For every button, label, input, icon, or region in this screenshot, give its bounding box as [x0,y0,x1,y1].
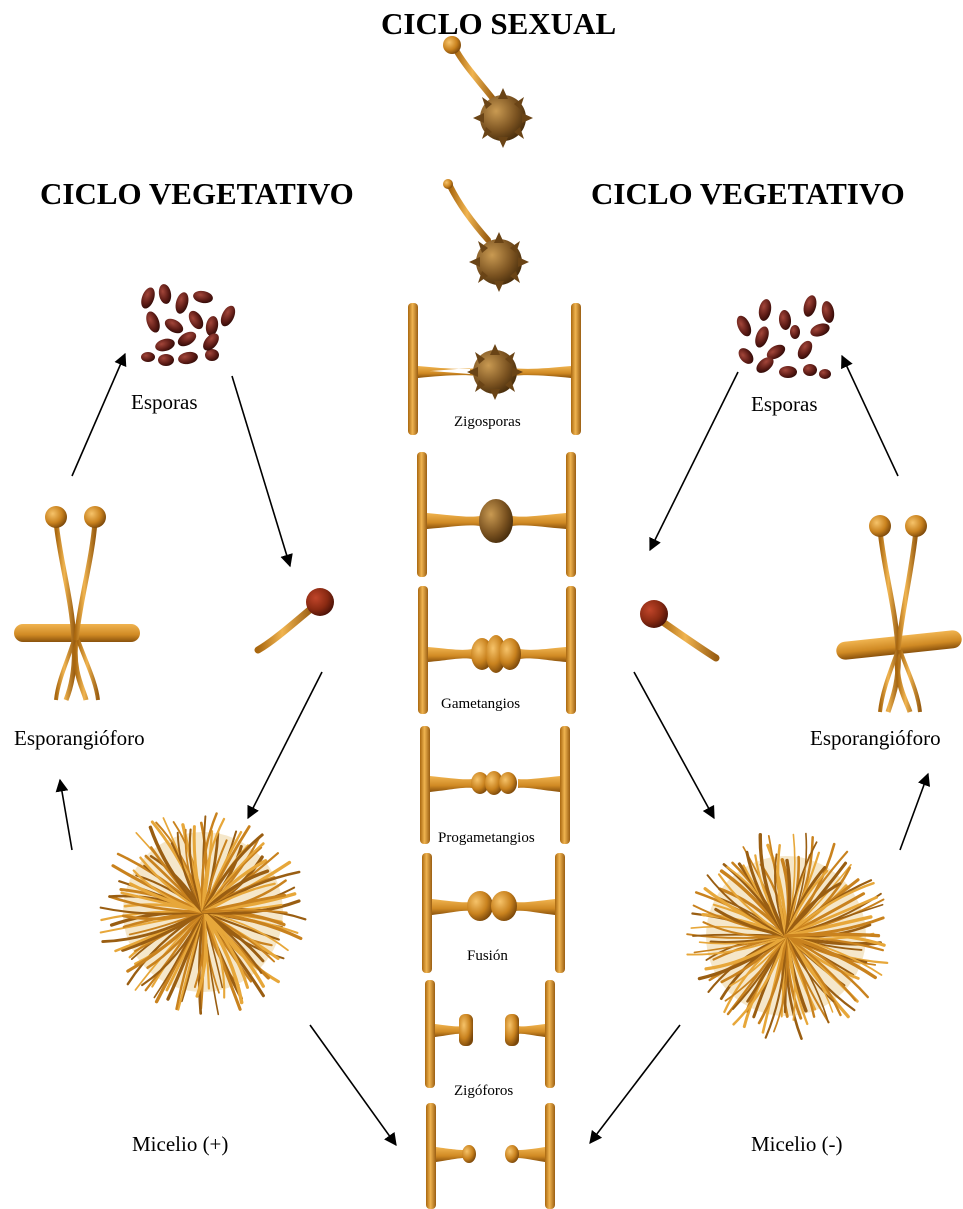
label-zigoforos: Zigóforos [454,1083,513,1100]
sporangiophore-right [835,515,962,712]
label-esporas-left: Esporas [131,390,198,415]
germinating-zygospore-top [443,36,533,148]
arrow-micelio-minus-to-sexual [590,1025,680,1143]
title-sexual-cycle: CICLO SEXUAL [381,6,616,42]
mycelium-minus [687,834,887,1039]
stage-zigoforos [425,980,555,1088]
label-esporangioforo-left: Esporangióforo [14,726,145,751]
arrow-micelio-plus-to-sexual [310,1025,396,1145]
arrow-esporangioforo-to-esporas-right [842,356,898,476]
sexual-cycle-column [408,36,581,1209]
arrow-esporas-to-germination-right [650,372,738,550]
stage-progametangios [420,726,570,844]
title-vegetative-cycle-left: CICLO VEGETATIVO [40,176,354,212]
sporangiophore-left [14,506,140,700]
arrow-germination-to-micelio-left [248,672,322,818]
label-micelio-plus: Micelio (+) [132,1132,228,1157]
arrow-germination-to-micelio-right [634,672,714,818]
spores-cluster-left [139,283,238,366]
arrow-esporas-to-germination-left [232,376,290,566]
label-progametangios: Progametangios [438,830,535,847]
arrow-micelio-to-esporangioforo-left [60,780,72,850]
stage-approach [426,1103,555,1209]
arrow-esporangioforo-to-esporas-left [72,354,125,476]
label-zigosporas: Zigosporas [454,414,521,431]
arrow-micelio-to-esporangioforo-right [900,774,928,850]
spores-cluster-right [734,294,836,379]
germinating-spore-left [258,588,334,650]
stage-young-zygospore [417,452,576,577]
stage-gametangios [418,586,576,714]
germinating-zygospore-middle [443,179,529,292]
hypha-strand [786,934,879,936]
label-micelio-minus: Micelio (-) [751,1132,843,1157]
label-esporangioforo-right: Esporangióforo [810,726,941,751]
label-fusion: Fusión [467,948,508,965]
label-gametangios: Gametangios [441,696,520,713]
label-esporas-right: Esporas [751,392,818,417]
mycelium-plus [101,814,306,1015]
germinating-spore-right [640,600,716,658]
title-vegetative-cycle-right: CICLO VEGETATIVO [591,176,905,212]
